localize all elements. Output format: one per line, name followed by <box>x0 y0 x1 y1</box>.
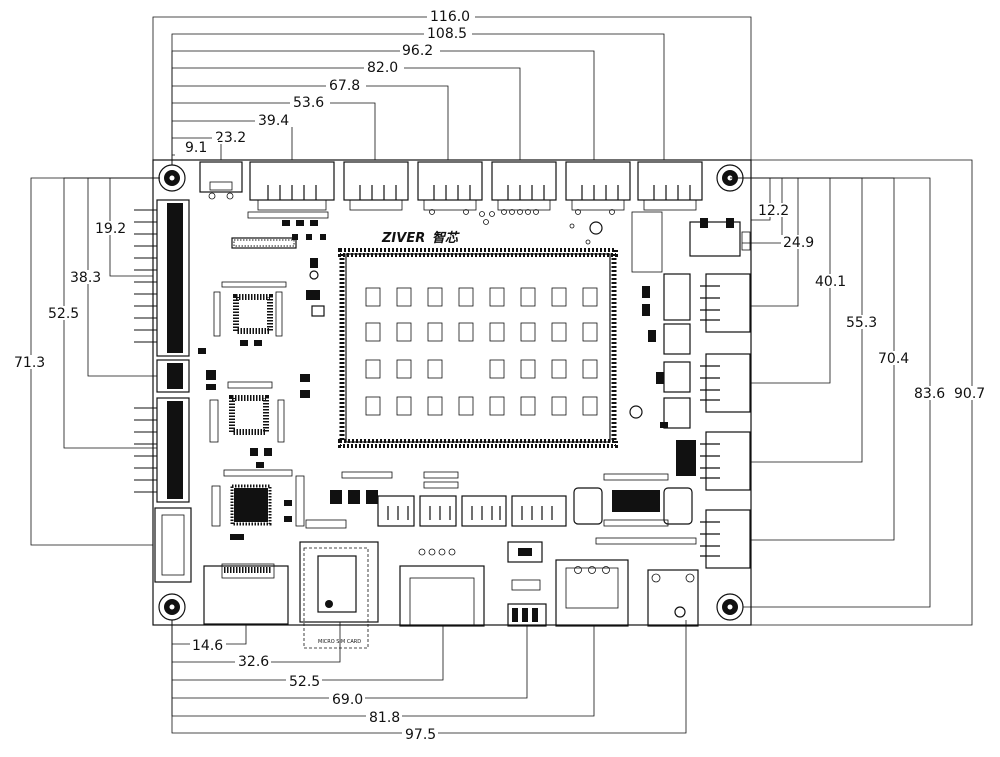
dim-top-23-2: 23.2 <box>215 130 246 146</box>
dim-top-108-5: 108.5 <box>427 26 467 42</box>
micro-sim-card-slot: MICRO SIM CARD <box>299 541 379 649</box>
dim-top-82-0: 82.0 <box>367 60 398 76</box>
bottom-audio-jack <box>647 569 699 627</box>
dim-bottom-81-8: 81.8 <box>369 710 400 726</box>
main-processor-chip <box>338 248 618 448</box>
dim-bottom-69-0: 69.0 <box>332 692 363 708</box>
mounting-hole-top-left <box>158 164 186 192</box>
bottom-switch <box>507 541 543 591</box>
dim-right-40-1: 40.1 <box>815 274 846 290</box>
dim-left-19-2: 19.2 <box>95 221 126 237</box>
dim-bottom-32-6: 32.6 <box>238 654 269 670</box>
dim-right-70-4: 70.4 <box>878 351 909 367</box>
brand-logo-suffix: 智芯 <box>432 230 460 246</box>
right-side-connectors <box>700 273 751 569</box>
brand-logo: ZIVER <box>381 231 425 246</box>
bottom-dimension-labels: 14.6 32.6 52.5 69.0 81.8 97.5 <box>190 638 438 743</box>
left-pin-header-small <box>156 359 190 393</box>
dim-top-39-4: 39.4 <box>258 113 289 129</box>
dim-left-52-5: 52.5 <box>48 306 79 322</box>
dim-top-67-8: 67.8 <box>329 78 360 94</box>
bottom-dimension-lines <box>171 620 687 734</box>
mounting-hole-bottom-left <box>158 593 186 621</box>
dim-right-55-3: 55.3 <box>846 315 877 331</box>
small-components <box>198 211 697 545</box>
bottom-hdmi-connector <box>203 563 289 625</box>
board-outline <box>152 159 752 626</box>
dim-right-90-7: 90.7 <box>954 386 985 402</box>
left-side-connector <box>154 507 192 583</box>
dim-top-53-6: 53.6 <box>293 95 324 111</box>
mounting-hole-bottom-right <box>716 593 744 621</box>
top-dimension-labels: 116.0 108.5 96.2 82.0 67.8 53.6 39.4 23.… <box>184 9 475 156</box>
top-usb-connector <box>199 161 243 200</box>
dim-left-71-3: 71.3 <box>14 355 45 371</box>
bottom-usb-connector <box>399 548 485 627</box>
left-pin-header-top <box>134 199 190 357</box>
dim-bottom-14-6: 14.6 <box>192 638 223 654</box>
dim-right-12-2: 12.2 <box>758 203 789 219</box>
left-dimension-labels: 19.2 38.3 52.5 71.3 <box>12 221 129 371</box>
dim-top-96-2: 96.2 <box>402 43 433 59</box>
dim-right-24-9: 24.9 <box>783 235 814 251</box>
bottom-micro-usb-connector <box>507 603 547 627</box>
dim-bottom-97-5: 97.5 <box>405 727 436 743</box>
right-side-small-connectors <box>663 218 751 429</box>
dim-bottom-52-5: 52.5 <box>289 674 320 690</box>
dim-left-38-3: 38.3 <box>70 270 101 286</box>
dim-right-83-6: 83.6 <box>914 386 945 402</box>
right-dimension-labels: 12.2 24.9 40.1 55.3 70.4 83.6 90.7 <box>756 203 990 402</box>
top-header-connectors <box>249 161 703 215</box>
dim-top-116-0: 116.0 <box>430 9 470 25</box>
bottom-ethernet-connector <box>555 559 629 627</box>
dim-top-9-1: 9.1 <box>185 140 207 156</box>
mid-header-connectors <box>377 495 567 527</box>
left-pin-header-bottom <box>134 397 190 503</box>
